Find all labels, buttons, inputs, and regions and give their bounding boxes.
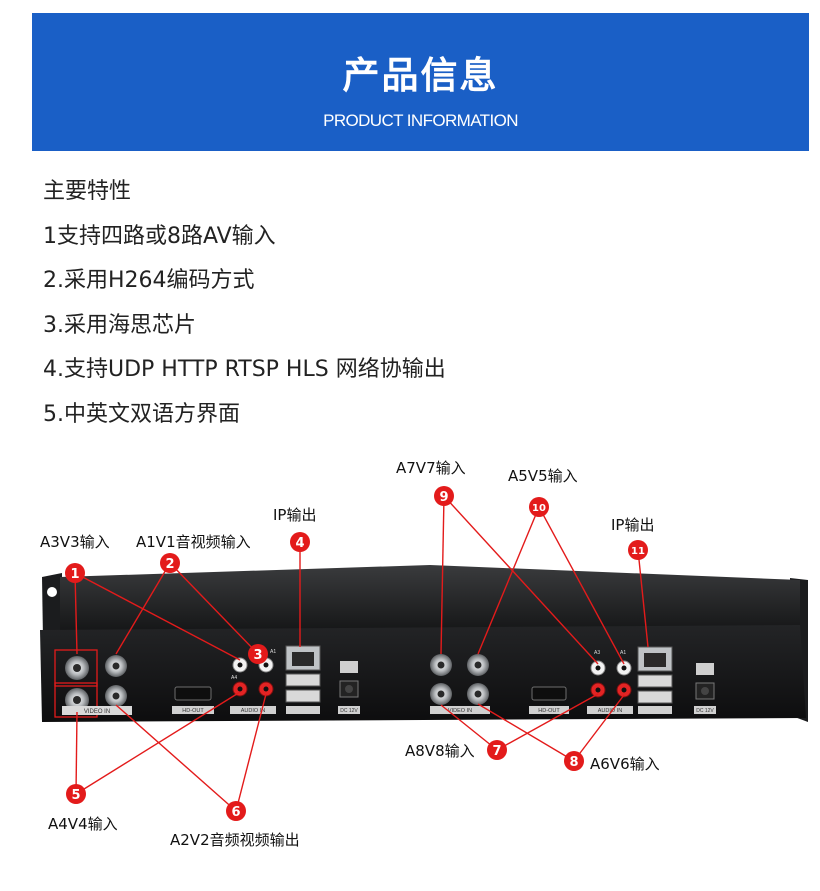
usb-port: [637, 690, 673, 704]
callout-label-a4v4: A4V4输入: [48, 815, 118, 833]
port-label: DC 12V: [340, 708, 358, 714]
feature-item: 5.中英文双语方界面: [43, 401, 240, 427]
callout-label-a5v5: A5V5输入: [508, 467, 578, 485]
callout-label-a3v3: A3V3输入: [40, 533, 110, 551]
feature-item: 3.采用海思芯片: [43, 312, 196, 338]
module-left: VIDEO IN HD-OUT A4 A1 AUDIO IN DC 12V: [54, 645, 360, 718]
feature-item: 1支持四路或8路AV输入: [43, 223, 276, 249]
audio-mark: A1: [270, 649, 276, 655]
chassis-rear-face: [40, 625, 806, 722]
port-label: HD-OUT: [538, 708, 560, 714]
power-label-plate: [340, 661, 358, 673]
port-label: VIDEO IN: [448, 708, 472, 714]
callout-marker: 10: [529, 497, 549, 517]
port-label: HD-OUT: [182, 708, 204, 714]
svg-text:3: 3: [253, 648, 262, 663]
callout-label-a7v7: A7V7输入: [396, 459, 466, 477]
chassis-top: [60, 565, 800, 632]
svg-text:5: 5: [71, 788, 80, 803]
callout-marker: 5: [66, 784, 86, 804]
audio-mark: A3: [594, 650, 600, 656]
callout-marker: 1: [65, 563, 85, 583]
callout-marker: 9: [434, 486, 454, 506]
svg-text:10: 10: [532, 503, 546, 514]
feature-item: 4.支持UDP HTTP RTSP HLS 网络协输出: [43, 357, 446, 382]
callout-label-a1v1: A1V1音视频输入: [136, 533, 251, 551]
svg-text:11: 11: [631, 546, 645, 557]
port-label: AUDIO IN: [241, 708, 265, 714]
callout-lines: [74, 495, 649, 812]
feature-item: 2.采用H264编码方式: [43, 268, 255, 293]
usb-port: [285, 673, 321, 687]
callout-label-a2v2: A2V2音频视频输出: [170, 831, 300, 849]
callout-label-ip-out-left: IP输出: [273, 506, 317, 524]
banner-title: 产品信息: [342, 54, 499, 97]
svg-text:8: 8: [569, 755, 578, 770]
callout-marker: 6: [226, 801, 246, 821]
product-info-banner: 产品信息 PRODUCT INFORMATION: [32, 13, 809, 151]
svg-text:4: 4: [295, 536, 304, 551]
feature-list: 主要特性 1支持四路或8路AV输入 2.采用H264编码方式 3.采用海思芯片 …: [43, 176, 446, 443]
banner-subtitle: PRODUCT INFORMATION: [323, 111, 518, 130]
callout-marker: 2: [160, 553, 180, 573]
usb-port: [285, 689, 321, 703]
port-label: DC 12V: [696, 708, 714, 714]
hdmi-port: [531, 686, 567, 701]
port-label: VIDEO IN: [84, 709, 110, 715]
module-right: VIDEO IN HD-OUT A3 A1 AUDIO IN DC 12V: [430, 646, 716, 714]
svg-text:6: 6: [231, 805, 240, 820]
device-rear-panel-illustration: VIDEO IN HD-OUT A4 A1 AUDIO IN DC 12V: [40, 486, 808, 821]
port-label: AUDIO IN: [598, 708, 622, 714]
svg-text:7: 7: [492, 744, 501, 759]
device-diagram: VIDEO IN HD-OUT A4 A1 AUDIO IN DC 12V: [0, 440, 820, 891]
callout-label-a6v6: A6V6输入: [590, 755, 660, 773]
svg-text:2: 2: [165, 557, 174, 572]
power-label-plate: [696, 663, 714, 675]
callout-marker: 3: [248, 644, 268, 664]
callout-marker: 11: [628, 540, 648, 560]
audio-mark: A4: [231, 675, 237, 681]
callout-marker: 4: [290, 532, 310, 552]
svg-text:9: 9: [439, 490, 448, 505]
callout-label-a8v8: A8V8输入: [405, 742, 475, 760]
audio-mark: A1: [620, 650, 626, 656]
callout-marker: 8: [564, 751, 584, 771]
svg-text:1: 1: [70, 567, 79, 582]
hdmi-port: [174, 686, 212, 701]
usb-port: [637, 674, 673, 688]
callout-label-ip-out-right: IP输出: [611, 516, 655, 534]
callout-marker: 7: [487, 740, 507, 760]
feature-heading: 主要特性: [43, 179, 132, 204]
